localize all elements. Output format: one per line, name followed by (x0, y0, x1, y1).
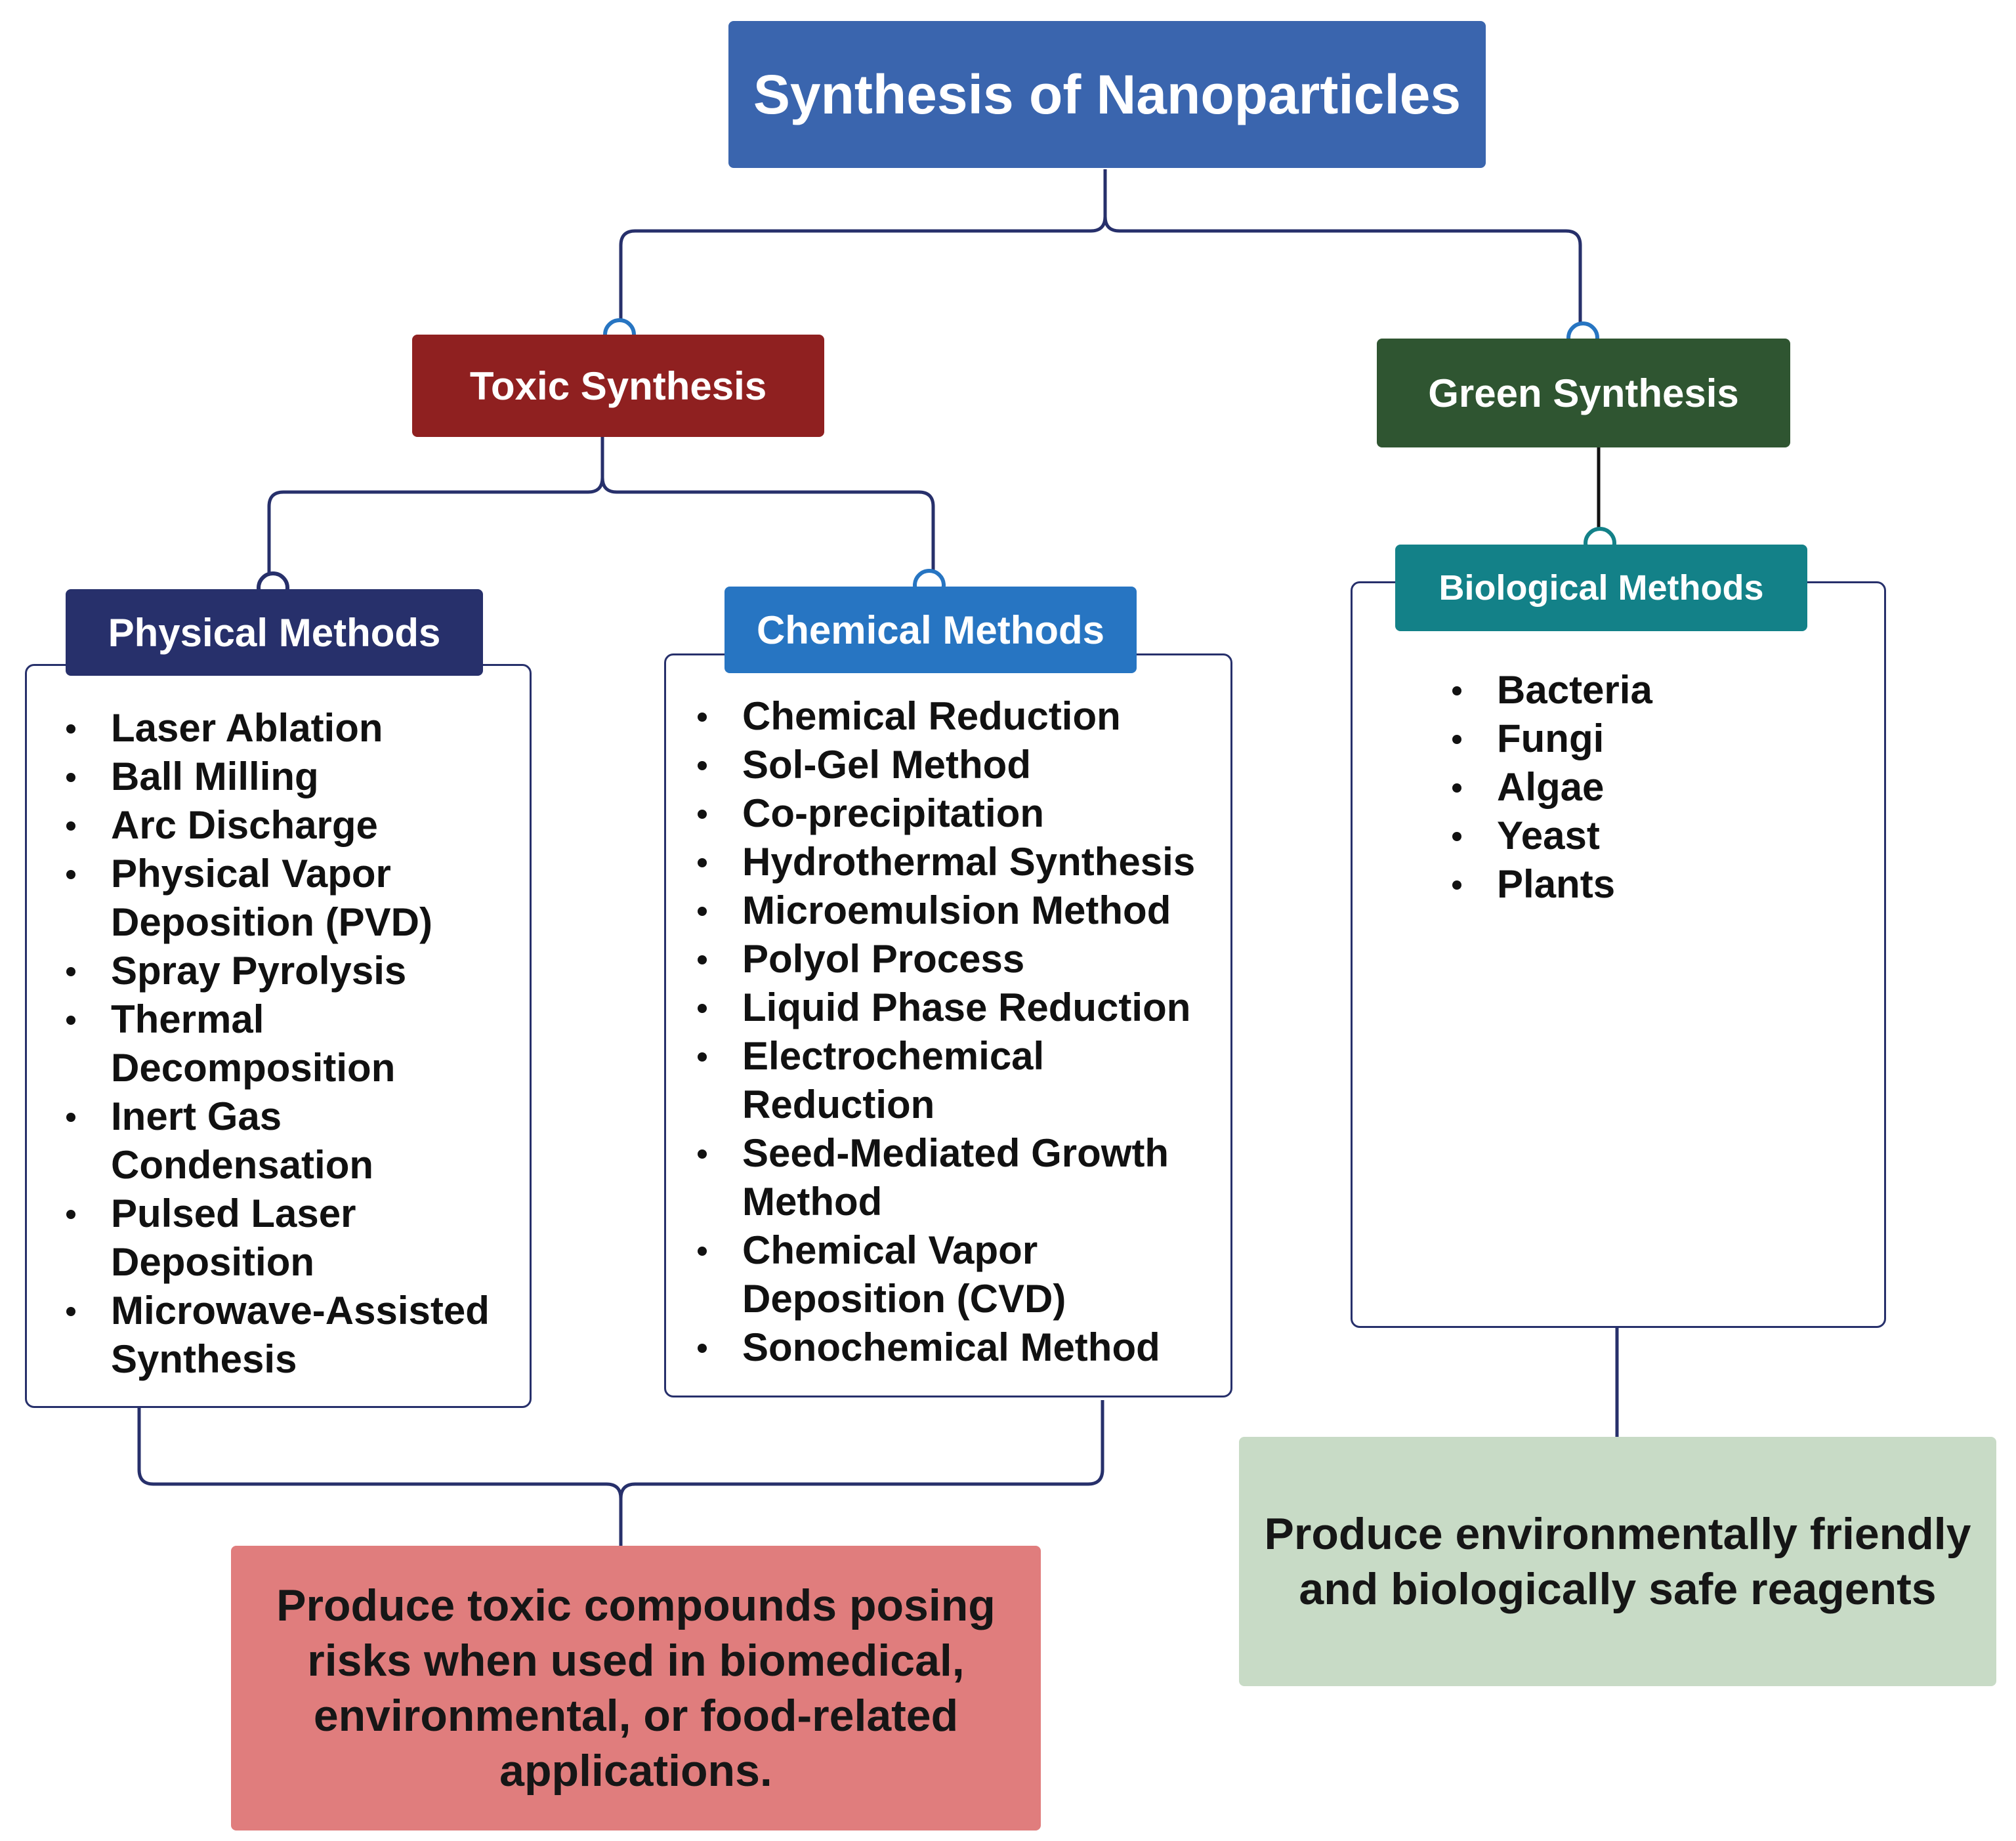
list-item: Ball Milling (65, 753, 531, 801)
title-text: Synthesis of Nanoparticles (753, 63, 1461, 125)
chemical-methods-label: Chemical Methods (756, 608, 1105, 652)
list-item: Physical Vapor Deposition (PVD) (65, 850, 531, 947)
physical-methods-header: Physical Methods (66, 589, 483, 676)
green-synthesis-box: Green Synthesis (1377, 339, 1790, 447)
toxic-outcome-note: Produce toxic compounds posing risks whe… (231, 1546, 1041, 1831)
green-outcome-text: Produce environmentally friendly and bio… (1264, 1509, 1971, 1614)
green-outcome-note: Produce environmentally friendly and bio… (1239, 1437, 1996, 1686)
list-item: Microwave-Assisted Synthesis (65, 1287, 531, 1384)
list-item: Microemulsion Method (696, 886, 1231, 935)
toxic-synthesis-label: Toxic Synthesis (469, 363, 767, 408)
list-item: Hydrothermal Synthesis (696, 838, 1231, 886)
list-item: Fungi (1451, 714, 1845, 763)
list-item: Electrochemical Reduction (696, 1032, 1231, 1129)
list-item: Chemical Reduction (696, 692, 1231, 741)
list-item: Pulsed Laser Deposition (65, 1189, 531, 1287)
connector-title-to-green (1103, 169, 1582, 338)
biological-methods-list: Bacteria Fungi Algae Yeast Plants (1451, 666, 1845, 909)
list-item: Algae (1451, 763, 1845, 812)
list-item: Chemical Vapor Deposition (CVD) (696, 1226, 1231, 1323)
list-item: Spray Pyrolysis (65, 947, 531, 995)
biological-methods-label: Biological Methods (1438, 568, 1764, 608)
connector-chemical-to-note (619, 1400, 1104, 1499)
toxic-outcome-text: Produce toxic compounds posing risks whe… (276, 1581, 996, 1796)
connector-physical-to-note (137, 1405, 623, 1547)
list-item: Laser Ablation (65, 704, 531, 753)
list-item: Liquid Phase Reduction (696, 983, 1231, 1032)
list-item: Arc Discharge (65, 801, 531, 850)
chemical-methods-header: Chemical Methods (724, 587, 1137, 673)
list-item: Co-precipitation (696, 789, 1231, 838)
connector-toxic-to-physical (267, 436, 604, 589)
physical-methods-panel: Laser Ablation Ball Milling Arc Discharg… (25, 664, 532, 1408)
physical-methods-label: Physical Methods (108, 610, 441, 655)
list-item: Inert Gas Condensation (65, 1092, 531, 1189)
title-box: Synthesis of Nanoparticles (728, 21, 1486, 168)
list-item: Sol-Gel Method (696, 741, 1231, 789)
list-item: Polyol Process (696, 935, 1231, 983)
list-item: Seed-Mediated Growth Method (696, 1129, 1231, 1226)
connector-toxic-to-chemical (600, 436, 935, 585)
list-item: Yeast (1451, 812, 1845, 860)
chemical-methods-list: Chemical Reduction Sol-Gel Method Co-pre… (696, 692, 1231, 1372)
toxic-synthesis-box: Toxic Synthesis (412, 335, 824, 437)
biological-methods-panel: Bacteria Fungi Algae Yeast Plants (1351, 581, 1886, 1328)
physical-methods-list: Laser Ablation Ball Milling Arc Discharg… (65, 704, 531, 1384)
list-item: Sonochemical Method (696, 1323, 1231, 1372)
chemical-methods-panel: Chemical Reduction Sol-Gel Method Co-pre… (664, 653, 1232, 1397)
biological-methods-header: Biological Methods (1395, 545, 1807, 631)
green-synthesis-label: Green Synthesis (1428, 371, 1739, 415)
list-item: Thermal Decomposition (65, 995, 531, 1092)
list-item: Bacteria (1451, 666, 1845, 714)
connector-title-to-toxic (619, 169, 1107, 335)
list-item: Plants (1451, 860, 1845, 909)
